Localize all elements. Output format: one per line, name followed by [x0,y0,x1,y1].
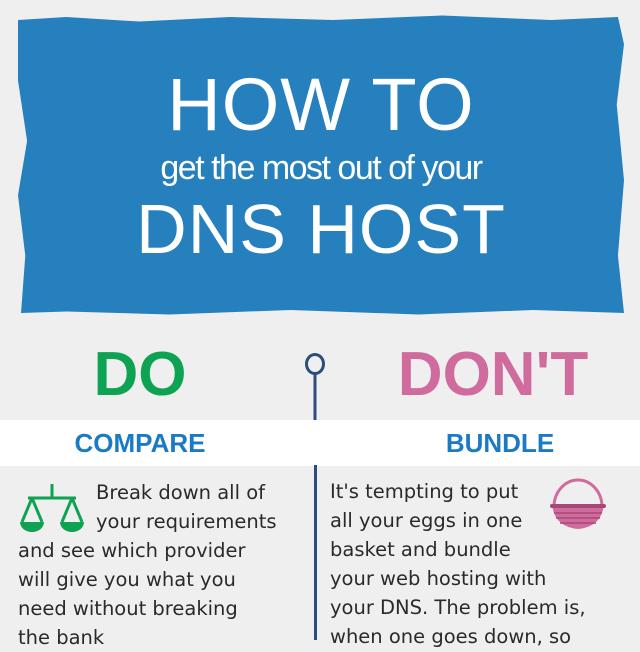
pin-divider-icon [305,353,325,422]
dont-bundle-text: It's tempting to put all your eggs in on… [330,477,630,651]
section-heading-band: COMPARE BUNDLE [0,420,640,466]
heading-bundle: BUNDLE [445,428,555,458]
column-divider [314,465,317,640]
title-subtitle: get the most out of your [160,149,483,187]
do-label: DO [93,340,187,409]
do-compare-text: Break down all of your requirements and … [18,481,277,649]
title-how-to: HOW TO [167,63,475,146]
basket-icon [550,478,606,529]
title-dns-host: DNS HOST [136,190,506,268]
title-banner: HOW TO get the most out of your DNS HOST [18,15,624,315]
heading-compare: COMPARE [74,428,206,458]
dont-label: DON'T [397,340,589,409]
scales-icon [20,484,84,532]
